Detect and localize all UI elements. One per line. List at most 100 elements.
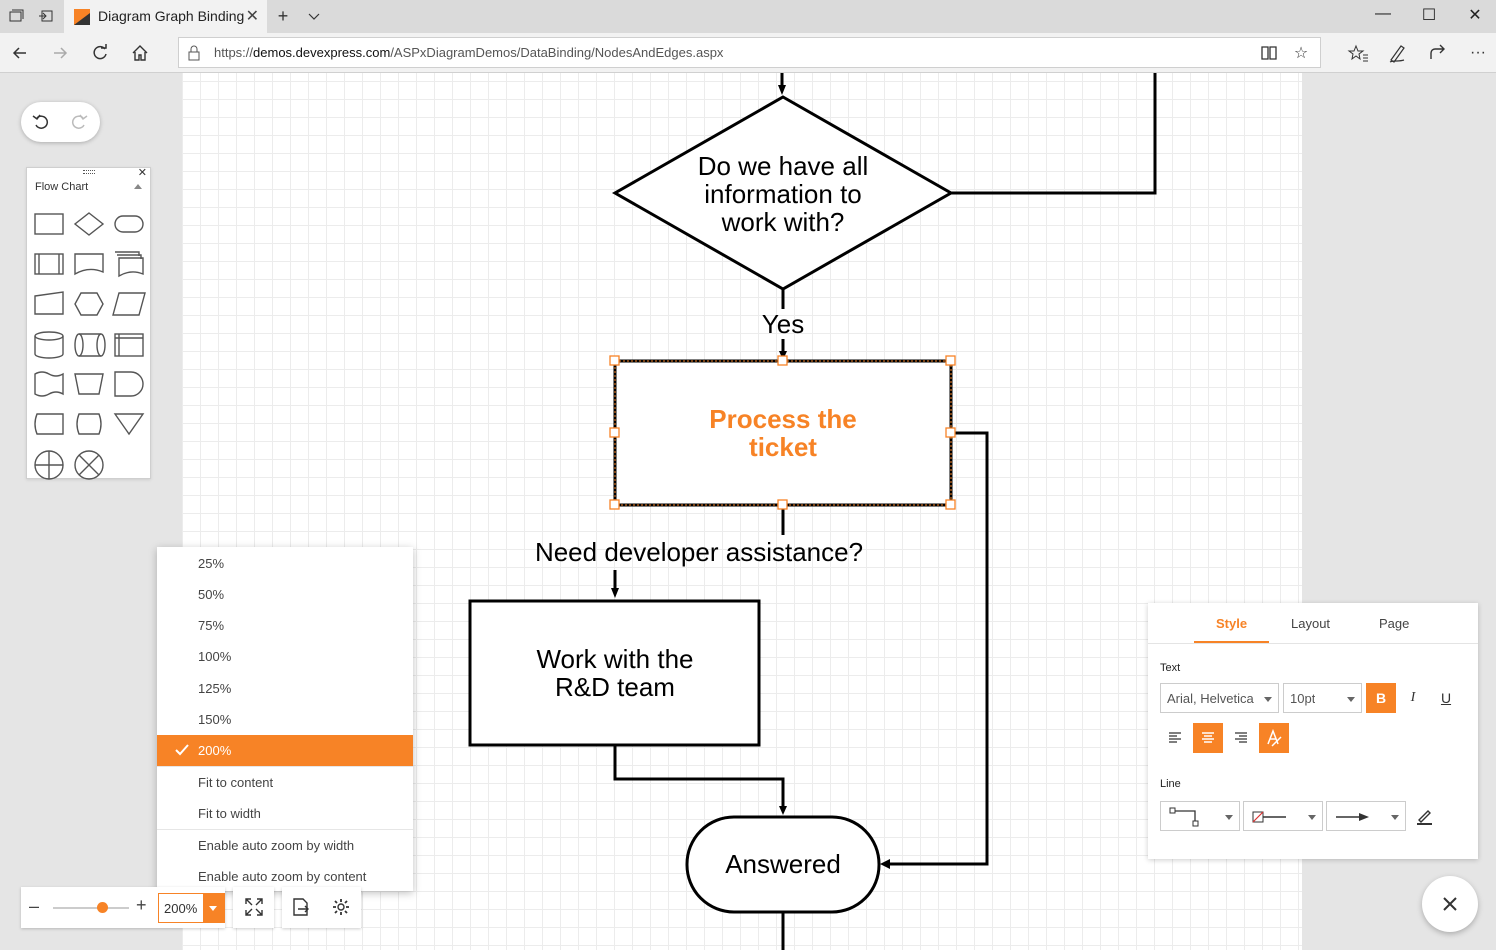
arrow-head-answered-top	[779, 806, 787, 815]
decision-shape-icon[interactable]	[73, 212, 105, 236]
internal-storage-shape-icon[interactable]	[114, 333, 144, 357]
merge-shape-icon[interactable]	[113, 413, 145, 436]
menu-divider	[157, 829, 413, 830]
favorites-icon[interactable]	[1346, 41, 1370, 65]
font-color-button[interactable]	[1259, 723, 1289, 753]
home-icon[interactable]	[128, 41, 152, 65]
zoom-option-auto-width[interactable]: Enable auto zoom by width	[157, 830, 413, 861]
line-color-button[interactable]	[1410, 801, 1440, 831]
or-shape-icon[interactable]	[34, 450, 64, 480]
bold-button[interactable]: B	[1366, 683, 1396, 713]
zoom-slider-thumb[interactable]	[96, 902, 108, 913]
zoom-control-group: – + 200%	[21, 887, 225, 928]
zoom-option-150[interactable]: 150%	[157, 704, 413, 735]
line-end-select[interactable]	[1326, 801, 1406, 831]
predefined-process-shape-icon[interactable]	[34, 253, 64, 275]
terminator-shape-icon[interactable]	[114, 215, 144, 233]
notes-pen-icon[interactable]	[1386, 41, 1410, 65]
tabs-divider	[1148, 643, 1478, 644]
window-close-icon[interactable]: ✕	[1468, 7, 1482, 24]
database-shape-icon[interactable]	[34, 331, 64, 359]
zoom-slider-track[interactable]	[53, 907, 129, 909]
rd-node[interactable]	[468, 599, 761, 747]
settings-gear-icon[interactable]	[330, 896, 352, 918]
process-text-2: ticket	[749, 432, 817, 462]
zoom-option-75[interactable]: 75%	[157, 610, 413, 641]
decision-text-3: work with?	[721, 207, 845, 237]
zoom-option-125[interactable]: 125%	[157, 673, 413, 704]
share-icon[interactable]	[1426, 41, 1450, 65]
zoom-level-input[interactable]: 200%	[158, 893, 225, 923]
collapse-arrow-icon[interactable]	[134, 184, 142, 189]
browser-tab[interactable]: Diagram Graph Binding ✕	[64, 0, 267, 33]
tab-close-icon[interactable]: ✕	[245, 8, 259, 25]
italic-button[interactable]: I	[1410, 690, 1416, 705]
zoom-option-50[interactable]: 50%	[157, 579, 413, 610]
selection-handles[interactable]	[609, 355, 956, 510]
more-options-icon[interactable]: ···	[1470, 44, 1486, 61]
zoom-option-auto-content[interactable]: Enable auto zoom by content	[157, 861, 413, 892]
zoom-option-label: Fit to content	[198, 775, 274, 790]
line-section-label: Line	[1160, 778, 1181, 790]
zoom-option-100[interactable]: 100%	[157, 641, 413, 672]
toolbox-drag-handle[interactable]	[83, 170, 95, 174]
manual-operation-shape-icon[interactable]	[74, 373, 104, 395]
favorite-star-icon[interactable]: ☆	[1293, 45, 1309, 62]
redo-icon[interactable]	[67, 110, 91, 134]
zoom-option-200[interactable]: 200%	[157, 735, 413, 766]
display-shape-icon[interactable]	[76, 413, 102, 435]
fullscreen-button[interactable]	[233, 887, 274, 928]
set-tabs-aside-icon[interactable]	[38, 8, 54, 24]
tab-page[interactable]: Page	[1379, 616, 1410, 631]
diagram-canvas[interactable]: Do we have all information to work with?…	[182, 73, 1302, 950]
forward-arrow-icon[interactable]	[48, 41, 72, 65]
direct-access-storage-shape-icon[interactable]	[74, 333, 106, 357]
zoom-option-label: 125%	[198, 681, 232, 696]
minimize-icon[interactable]: —	[1375, 5, 1391, 22]
close-panel-button[interactable]	[1422, 876, 1478, 932]
manual-input-shape-icon[interactable]	[34, 291, 64, 315]
connector-decision-right[interactable]	[951, 73, 1157, 195]
export-icon[interactable]	[290, 896, 312, 918]
tab-manager-icon[interactable]	[8, 8, 24, 24]
refresh-icon[interactable]	[88, 41, 112, 65]
align-right-button[interactable]	[1226, 723, 1256, 753]
zoom-option-25[interactable]: 25%	[157, 548, 413, 579]
paper-tape-shape-icon[interactable]	[34, 371, 64, 397]
back-arrow-icon[interactable]	[8, 41, 32, 65]
multiple-documents-shape-icon[interactable]	[115, 251, 144, 278]
zoom-option-fit-width[interactable]: Fit to width	[157, 798, 413, 829]
font-size-select[interactable]: 10pt	[1283, 683, 1362, 713]
rd-text-2: R&D team	[555, 672, 675, 702]
zoom-option-label: 25%	[198, 556, 225, 571]
document-shape-icon[interactable]	[74, 253, 104, 276]
maximize-icon[interactable]: ☐	[1421, 7, 1437, 24]
connector-rd-answered[interactable]	[613, 745, 785, 808]
toolbox-close-icon[interactable]: ✕	[137, 167, 147, 179]
tab-list-chevron-icon[interactable]	[306, 8, 322, 24]
tab-layout[interactable]: Layout	[1291, 616, 1331, 631]
font-family-select[interactable]: Arial, Helvetica	[1160, 683, 1279, 713]
yes-label: Yes	[762, 309, 804, 339]
undo-icon[interactable]	[29, 110, 53, 134]
preparation-shape-icon[interactable]	[74, 292, 104, 316]
tab-style[interactable]: Style	[1216, 616, 1248, 631]
zoom-dropdown-button[interactable]	[203, 894, 224, 922]
underline-button[interactable]: U	[1440, 690, 1452, 706]
align-center-button[interactable]	[1193, 723, 1223, 753]
reading-view-icon[interactable]	[1259, 43, 1279, 63]
delay-shape-icon[interactable]	[114, 371, 144, 397]
rectangle-shape-icon[interactable]	[34, 213, 64, 235]
zoom-out-icon[interactable]: –	[29, 896, 40, 916]
data-shape-icon[interactable]	[112, 292, 146, 316]
summing-junction-shape-icon[interactable]	[74, 450, 104, 480]
zoom-in-icon[interactable]: +	[136, 895, 147, 915]
line-start-select[interactable]	[1243, 801, 1323, 831]
address-bar[interactable]: https://demos.devexpress.com/ASPxDiagram…	[178, 37, 1321, 68]
zoom-option-fit-content[interactable]: Fit to content	[157, 767, 413, 798]
connector-process-answered[interactable]	[890, 431, 989, 866]
align-left-button[interactable]	[1160, 723, 1190, 753]
new-tab-icon[interactable]: +	[277, 6, 289, 26]
stored-data-shape-icon[interactable]	[34, 413, 64, 435]
connector-type-select[interactable]	[1160, 801, 1240, 831]
